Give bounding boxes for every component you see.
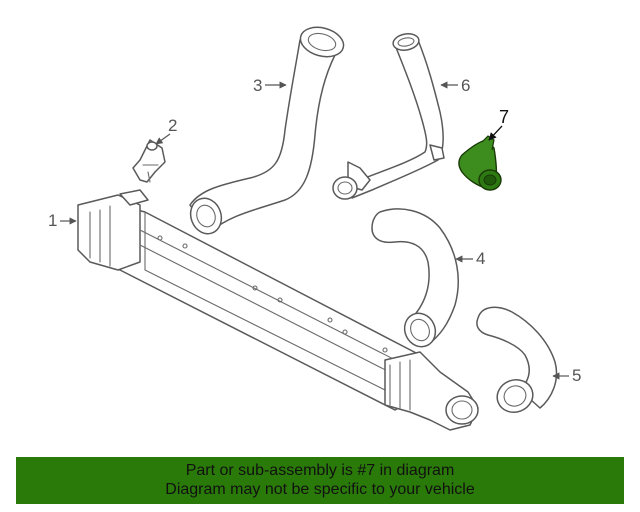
- callout-6: 6: [440, 76, 470, 95]
- callout-label-4: 4: [476, 249, 485, 268]
- intercooler-part-1[interactable]: [77, 189, 479, 431]
- banner-line-part: Part or sub-assembly is #7 in diagram: [185, 462, 455, 479]
- parts-diagram: 1 2 3 4 5 6 7: [48, 23, 581, 431]
- sensor-part-2[interactable]: [132, 139, 166, 183]
- callout-label-6: 6: [461, 76, 470, 95]
- hose-part-5[interactable]: [476, 306, 558, 417]
- hose-part-4[interactable]: [371, 208, 459, 352]
- callout-label-5: 5: [572, 366, 581, 385]
- callout-1: 1: [48, 211, 77, 230]
- callout-2: 2: [155, 116, 177, 145]
- connector-part-7[interactable]: [458, 135, 502, 191]
- callout-label-7: 7: [499, 107, 509, 127]
- info-banner: Part or sub-assembly is #7 in diagram Di…: [16, 457, 624, 504]
- banner-line-disclaimer: Diagram may not be specific to your vehi…: [165, 481, 475, 498]
- callout-5: 5: [552, 366, 581, 385]
- callout-4: 4: [455, 249, 485, 268]
- hose-part-3[interactable]: [186, 23, 347, 238]
- callout-label-1: 1: [48, 211, 57, 230]
- callout-7: 7: [488, 107, 509, 141]
- pipe-part-6[interactable]: [332, 32, 445, 200]
- callout-label-2: 2: [168, 116, 177, 135]
- callout-label-3: 3: [253, 76, 262, 95]
- callout-3: 3: [253, 76, 287, 95]
